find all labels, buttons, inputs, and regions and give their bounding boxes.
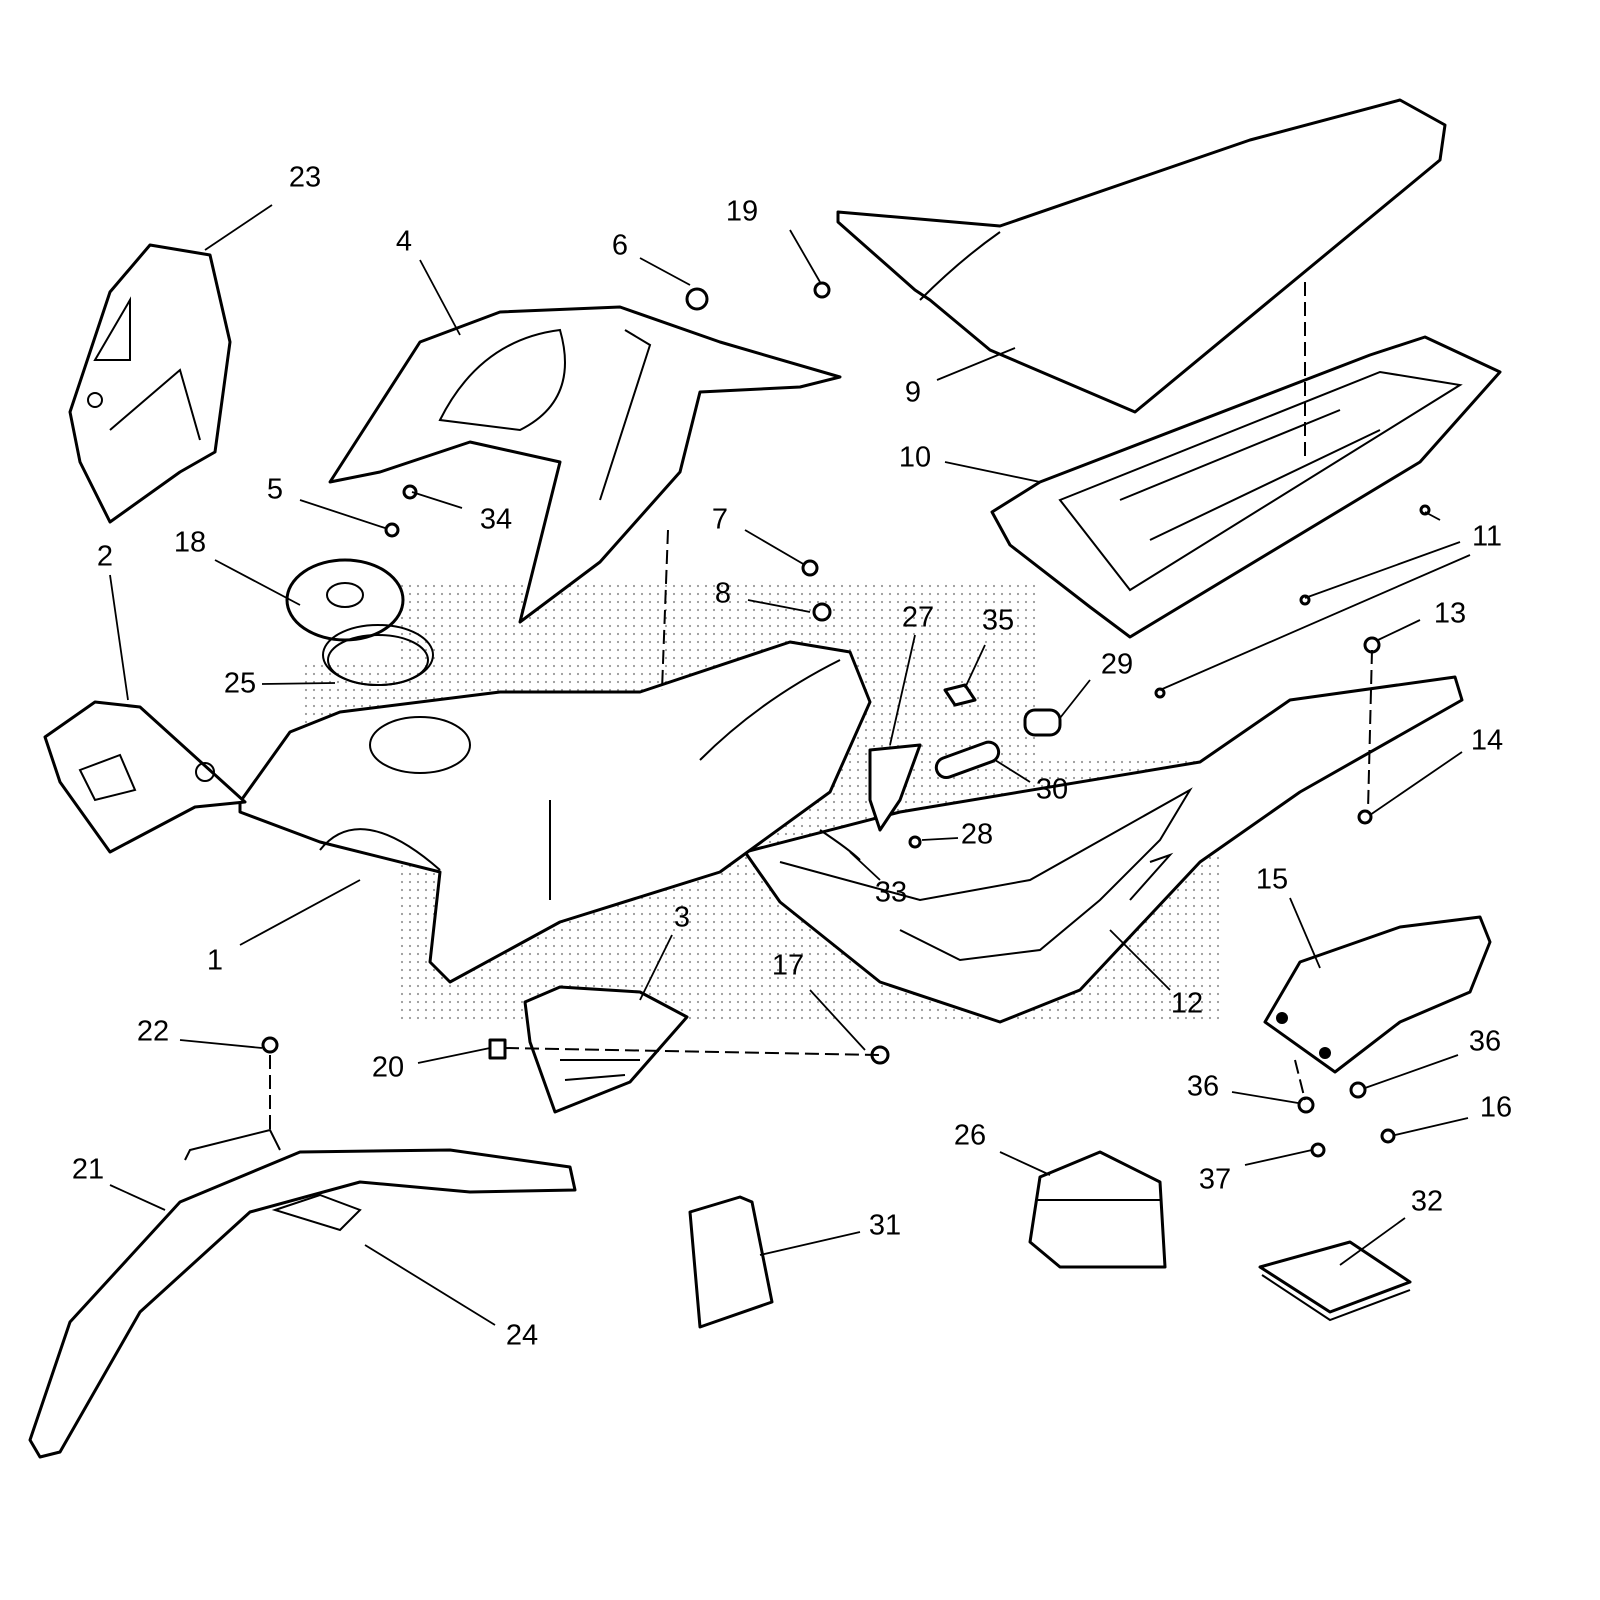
callout-label-32: 32 (1410, 1185, 1444, 1218)
leader-line-24 (364, 1244, 496, 1326)
leader-line-7 (744, 529, 806, 566)
leader-line-37 (1244, 1149, 1313, 1166)
leader-line-27 (889, 634, 916, 746)
leader-line-36 (1231, 1091, 1299, 1104)
leader-line-5 (299, 499, 386, 529)
callout-label-24: 24 (505, 1319, 539, 1352)
leader-line-23 (204, 204, 273, 251)
callout-label-7: 7 (711, 503, 729, 536)
small-hardware (261, 281, 1431, 1158)
callout-label-30: 30 (1035, 773, 1069, 806)
pouch-part-31 (688, 1195, 774, 1329)
front-fender-part-21 (28, 1128, 577, 1459)
callout-label-4: 4 (395, 225, 413, 258)
leader-line-11 (1424, 511, 1441, 521)
callout-label-35: 35 (981, 604, 1015, 637)
callout-label-12: 12 (1170, 987, 1204, 1020)
leader-line-11 (1304, 541, 1461, 599)
leader-line-25 (261, 682, 336, 685)
rear-mudguard-part-15 (1263, 915, 1492, 1074)
leader-line-20 (417, 1047, 491, 1064)
callout-label-14: 14 (1470, 724, 1504, 757)
leader-line-2 (109, 574, 129, 701)
callout-label-36: 36 (1186, 1070, 1220, 1103)
callout-label-31: 31 (868, 1209, 902, 1242)
leader-line-31 (759, 1231, 861, 1256)
fuel-cap-part-18 (285, 558, 405, 642)
fuel-tank-part-1 (238, 640, 872, 984)
manual-part-32 (1258, 1240, 1412, 1322)
leader-line-22 (179, 1039, 263, 1049)
leader-line-34 (411, 491, 463, 509)
seat-part-9 (836, 98, 1447, 414)
callout-label-36: 36 (1468, 1025, 1502, 1058)
gasket-part-25 (322, 624, 434, 686)
callout-label-10: 10 (898, 441, 932, 474)
callout-label-20: 20 (371, 1051, 405, 1084)
callout-label-18: 18 (173, 526, 207, 559)
callout-label-23: 23 (288, 161, 322, 194)
headlight-cover-part-23 (68, 243, 232, 524)
leader-line-21 (109, 1184, 166, 1211)
callout-label-34: 34 (479, 503, 513, 536)
callout-label-5: 5 (266, 473, 284, 506)
leader-line-6 (639, 257, 691, 286)
leader-line-10 (944, 461, 1041, 483)
callout-label-9: 9 (904, 376, 922, 409)
leader-line-3 (639, 934, 673, 1001)
leader-line-17 (809, 989, 866, 1051)
leader-line-26 (999, 1151, 1051, 1176)
side-panel-part-12 (743, 675, 1464, 1024)
callout-label-19: 19 (725, 195, 759, 228)
callout-label-3: 3 (673, 901, 691, 934)
leader-line-15 (1289, 897, 1321, 969)
callout-label-29: 29 (1100, 648, 1134, 681)
callout-label-15: 15 (1255, 863, 1289, 896)
callout-label-13: 13 (1433, 597, 1467, 630)
leader-line-9 (936, 347, 1016, 381)
leader-line-14 (1369, 751, 1463, 816)
leader-line-19 (789, 229, 821, 283)
leader-line-16 (1394, 1117, 1469, 1136)
callout-label-28: 28 (960, 818, 994, 851)
leader-line-29 (1059, 679, 1091, 719)
leader-line-36 (1364, 1054, 1459, 1089)
leader-line-28 (921, 837, 959, 841)
callout-label-11: 11 (1471, 520, 1503, 553)
leader-line-30 (994, 759, 1031, 783)
leader-line-12 (1109, 929, 1171, 991)
leader-line-32 (1339, 1217, 1406, 1266)
callout-label-17: 17 (771, 949, 805, 982)
leader-line-13 (1377, 619, 1421, 641)
callout-label-21: 21 (71, 1153, 105, 1186)
leader-line-35 (964, 644, 986, 689)
leader-line-8 (747, 599, 811, 613)
side-cover-part-2 (43, 700, 247, 854)
callout-label-27: 27 (901, 601, 935, 634)
leader-line-11 (1159, 554, 1471, 691)
leader-line-18 (214, 559, 301, 606)
callout-label-33: 33 (874, 876, 908, 909)
leader-line-1 (239, 879, 361, 946)
tool-bag-part-26 (1028, 1150, 1167, 1269)
callout-label-2: 2 (96, 540, 114, 573)
callout-label-22: 22 (136, 1015, 170, 1048)
callout-label-8: 8 (714, 577, 732, 610)
side-shroud-part-4 (328, 305, 842, 624)
rear-frame-part-10 (990, 335, 1502, 639)
callout-label-16: 16 (1479, 1091, 1513, 1124)
leader-lines (109, 204, 1471, 1326)
leader-line-4 (419, 259, 461, 336)
callout-label-25: 25 (223, 667, 257, 700)
callout-label-1: 1 (206, 944, 224, 977)
callout-label-6: 6 (611, 229, 629, 262)
leader-line-33 (849, 851, 881, 881)
callout-label-26: 26 (953, 1119, 987, 1152)
callout-label-37: 37 (1198, 1163, 1232, 1196)
